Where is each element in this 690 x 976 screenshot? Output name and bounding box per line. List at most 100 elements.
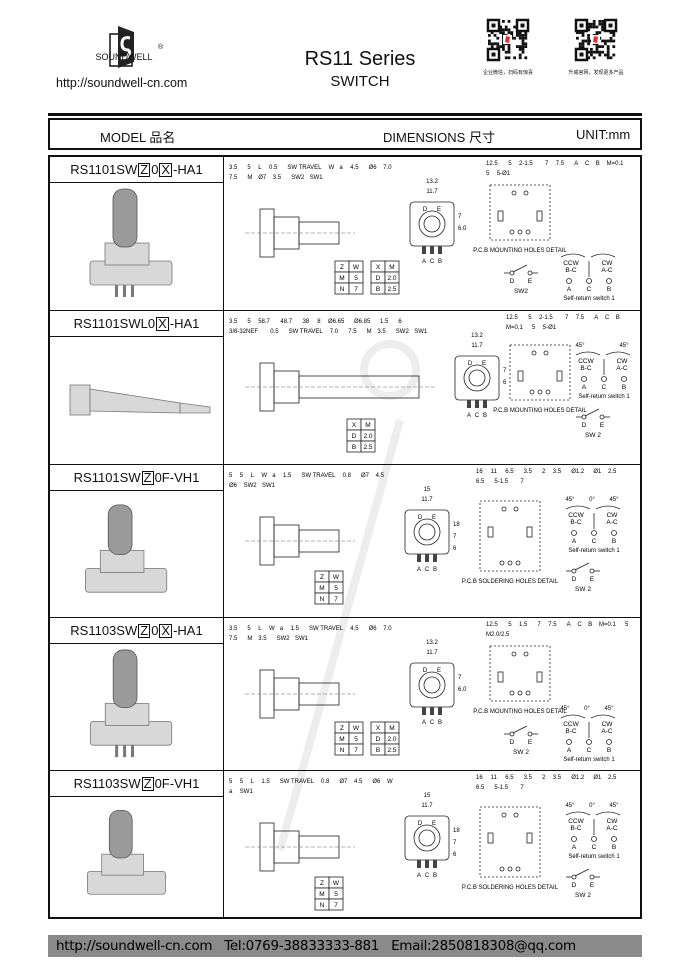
qr-module (609, 56, 613, 60)
qr-module (507, 50, 511, 54)
switch-pin-label: A (572, 844, 577, 851)
pcb-hole (501, 812, 507, 818)
front-view-label: 11.7 (471, 343, 483, 349)
qr-module (612, 31, 616, 34)
qr-module (587, 36, 590, 40)
pcb-label: 5-Ø1 (543, 325, 557, 331)
footer-email[interactable]: Email:2850818308@qq.com (391, 938, 576, 954)
pcb-mount-slot (497, 671, 504, 683)
pcb-mount-slot (517, 370, 524, 382)
product-photo (50, 337, 224, 465)
pcb-label: 2-1.5 (539, 315, 553, 321)
qr-module (518, 45, 522, 48)
sw2-pin-label: D (582, 422, 587, 429)
dimension-label: W (269, 626, 275, 632)
dimension-label: 0.8 (321, 779, 330, 785)
front-view-pin (417, 554, 421, 562)
qr-module (507, 48, 511, 51)
product-render (89, 188, 173, 297)
drawing-shapes (245, 344, 631, 453)
header-divider (48, 113, 642, 116)
sw2-pin-label: D (572, 576, 577, 583)
pcb-label: 7.5 (556, 161, 565, 167)
front-view-label: 7 (453, 534, 457, 540)
qr-module (581, 39, 585, 43)
front-view-label: 18 (453, 522, 460, 528)
dimension-label: W (387, 779, 393, 785)
dimension-label: 58.7 (258, 319, 270, 325)
qr-module (604, 53, 607, 57)
page-title: RS11 Series (304, 48, 416, 70)
sw2-lever (574, 562, 590, 571)
dimension-label: 0.5 (269, 165, 278, 171)
sw2-lever (512, 725, 528, 734)
qr-module (496, 45, 500, 48)
spec-table-value: M (339, 275, 344, 282)
pcb-label: M=0.1 (607, 161, 625, 167)
dimension-label: a (229, 789, 233, 795)
front-view-pin (417, 860, 421, 868)
model-text: -HA1 (169, 316, 200, 331)
pcb-label: 1.5 (519, 622, 528, 628)
switch-pin-label: B (612, 844, 616, 851)
terminal-pin (123, 745, 127, 758)
front-view-label: 11.7 (426, 189, 438, 195)
ccw-label: CCW (568, 512, 584, 519)
dimension-label: 3/8-32NEF (229, 329, 258, 335)
spec-table-value: M (339, 736, 344, 743)
ccw-pins: B-C (580, 365, 592, 372)
sw2-contact (581, 414, 587, 420)
pcb-mount-slot (536, 210, 543, 222)
qr-module (513, 25, 516, 29)
qr-code-wechat (486, 18, 530, 62)
model-variable-box: Z (138, 162, 151, 177)
front-view-label: E (432, 515, 436, 521)
switch-body (69, 384, 91, 416)
front-view-label: 15 (424, 793, 431, 799)
pcb-label: A (574, 161, 578, 167)
sw2-pin-label: E (528, 278, 533, 285)
cw-arrow (590, 714, 616, 719)
qr-module (601, 50, 604, 54)
spec-table-value: N (320, 596, 325, 603)
qr-module (502, 48, 505, 51)
pcb-caption: P.C.B MOUNTING HOLES DETAIL (493, 408, 587, 414)
dimension-label: 4.5 (376, 473, 385, 479)
soundwell-logo (109, 26, 134, 68)
footer-website[interactable]: http://soundwell-cn.com (56, 938, 213, 954)
qr-module (592, 25, 596, 29)
sw2-contact (571, 568, 577, 574)
qr-module (598, 45, 602, 48)
dimension-label: 3.5 (273, 175, 282, 181)
pcb-label: 5 (508, 622, 512, 628)
qr-module (504, 28, 508, 32)
dimension-label: 3.5 (229, 626, 238, 632)
product-render (69, 384, 211, 416)
pcb-hole (529, 389, 535, 395)
dimension-label: 3.5 (229, 165, 238, 171)
front-view-pin (430, 707, 434, 715)
sw2-lever (512, 264, 528, 273)
terminal-pin (123, 285, 126, 297)
front-view-pin (425, 554, 429, 562)
front-view-shaft-inner (423, 215, 441, 233)
dimension-label: 48.7 (280, 319, 292, 325)
qr-module (601, 25, 604, 29)
sw2-contact (589, 874, 595, 880)
dimension-label: M (367, 329, 372, 335)
header-website[interactable]: http://soundwell-cn.com (56, 76, 188, 90)
switch-terminal (586, 739, 592, 745)
dimension-label: 4.5 (350, 165, 359, 171)
spec-table-cell (384, 282, 400, 295)
qr-module (490, 45, 494, 48)
pcb-hole (543, 350, 549, 356)
dimension-label: Ø6 (372, 779, 381, 785)
pcb-label: 5 (625, 622, 629, 628)
cw-label: CW (602, 721, 614, 728)
